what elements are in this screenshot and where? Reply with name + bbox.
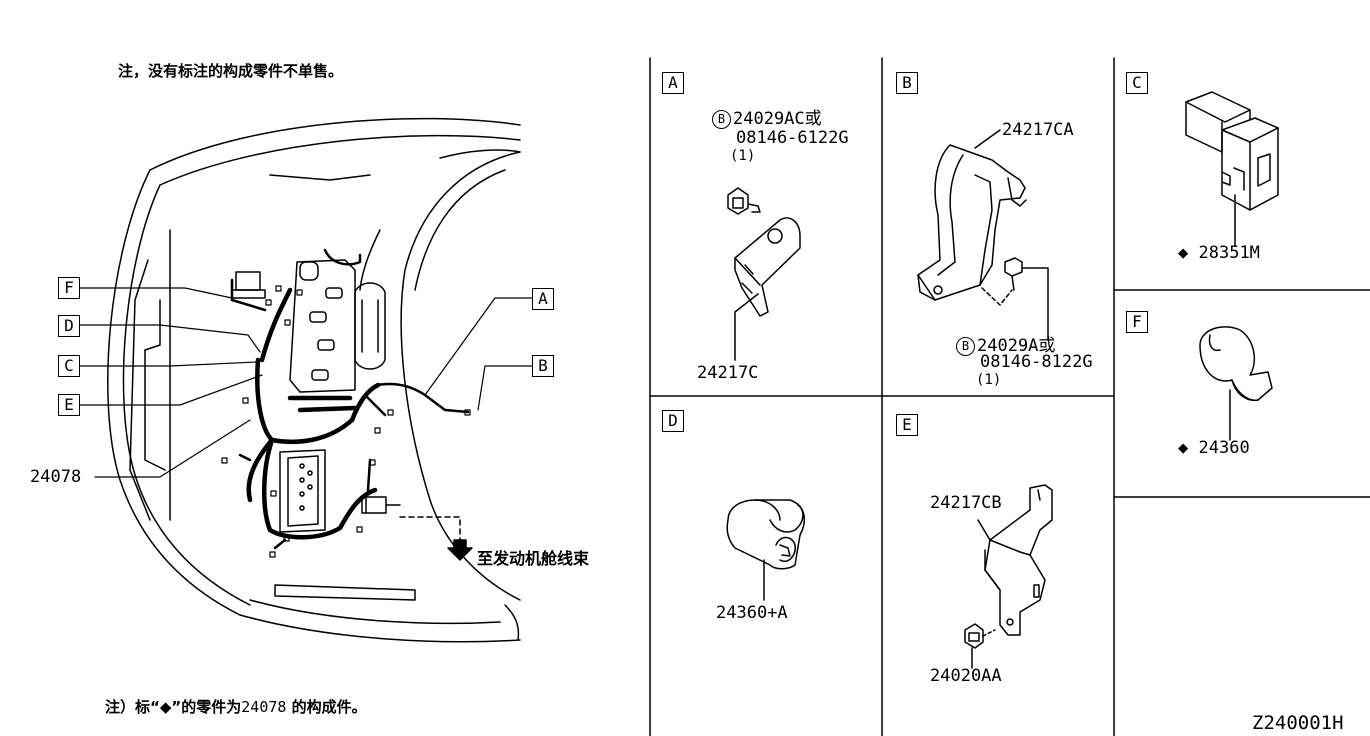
panel-d-letter: D <box>662 410 684 432</box>
panel-a-bolt-line1: 24029AC或 <box>733 109 822 129</box>
diagram-id: Z240001H <box>1252 712 1344 734</box>
panel-b-qty: (1) <box>976 372 1002 388</box>
panel-a-art <box>727 187 801 361</box>
panel-f-art <box>1199 326 1273 441</box>
panel-e-art <box>964 484 1053 669</box>
panel-b-art <box>917 129 1049 341</box>
panel-b-letter: B <box>896 72 918 94</box>
lower-relay-box <box>279 449 326 533</box>
panel-a-bracket: 24217C <box>697 363 759 383</box>
panel-d-art <box>726 499 806 601</box>
panel-a-qty: (1) <box>730 148 756 164</box>
callout-d[interactable]: D <box>58 315 80 337</box>
callout-e[interactable]: E <box>58 394 80 416</box>
panel-b-bolt-line1: 24029A或 <box>977 336 1056 356</box>
panel-c-art <box>1185 91 1279 246</box>
callout-b[interactable]: B <box>532 355 554 377</box>
panel-b-bolt-mark: B <box>956 336 975 356</box>
callout-f[interactable]: F <box>58 277 80 299</box>
harness-thin <box>230 248 470 550</box>
connectors <box>221 285 471 558</box>
panel-b-bracket: 24217CA <box>1002 120 1074 140</box>
panel-c-letter: C <box>1126 72 1148 94</box>
callout-leaders <box>79 287 533 478</box>
bottom-note-suffix: ”的零件为 <box>171 698 242 716</box>
panel-e-bracket: 24217CB <box>930 493 1002 513</box>
panel-e-letter: E <box>896 414 918 436</box>
fuse-box <box>289 259 356 393</box>
engine-room-label: 至发动机舱线束 <box>477 549 590 568</box>
car-outline <box>107 117 521 643</box>
panel-f-part: 24360 <box>1198 438 1250 458</box>
harness <box>246 287 381 540</box>
bottom-note-symbol: ◆ <box>159 698 172 716</box>
engine-connector <box>361 496 461 541</box>
panel-e-bolt: 24020AA <box>930 666 1002 686</box>
top-note: 注，没有标注的构成零件不单售。 <box>118 62 344 80</box>
panel-b-bolt-line2: 08146-8122G <box>980 352 1093 372</box>
callout-a[interactable]: A <box>532 288 554 310</box>
harness-part-number: 24078 <box>30 467 82 487</box>
bottom-note-part: 24078 <box>241 698 287 716</box>
panel-c-label: ◆ 28351M <box>1178 243 1260 263</box>
panel-a-bolt-line2: 08146-6122G <box>736 128 849 148</box>
panel-f-label: ◆ 24360 <box>1178 438 1250 458</box>
bottom-note-prefix: 注）标“ <box>105 698 160 716</box>
panel-c-part: 28351M <box>1198 243 1260 263</box>
panel-grid <box>649 57 1370 736</box>
panel-f-letter: F <box>1126 311 1148 333</box>
bottom-note: 注）标“◆”的零件为24078 的构成件。 <box>105 696 367 717</box>
panel-a-letter: A <box>662 72 684 94</box>
relay-box-f <box>235 271 261 291</box>
panel-c-diamond: ◆ <box>1178 243 1189 263</box>
panel-f-diamond: ◆ <box>1178 438 1189 458</box>
panel-a-bolt-mark: B <box>712 109 731 129</box>
bottom-note-end: 的构成件。 <box>286 698 367 716</box>
callout-c[interactable]: C <box>58 355 80 377</box>
down-arrow <box>447 539 473 561</box>
panel-d-part: 24360+A <box>716 603 788 623</box>
